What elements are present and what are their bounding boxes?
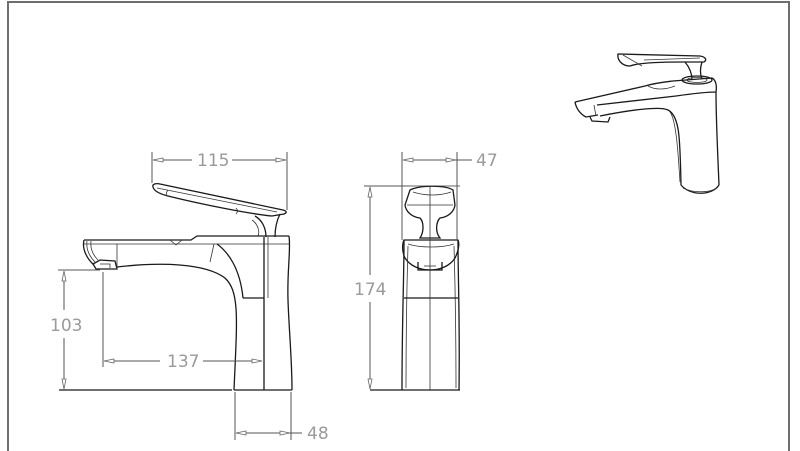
perspective-view <box>574 53 720 194</box>
dim-handle-length: 115 <box>197 151 229 171</box>
dim-spout-reach: 137 <box>167 352 199 372</box>
side-view: 115 103 137 48 <box>50 151 329 444</box>
dim-base-depth: 48 <box>307 424 329 444</box>
drawing-frame <box>7 1 790 451</box>
dim-front-height: 174 <box>354 280 386 300</box>
dim-front-width: 47 <box>476 151 498 171</box>
front-view: 47 174 <box>354 151 498 391</box>
dim-spout-height: 103 <box>50 316 82 336</box>
